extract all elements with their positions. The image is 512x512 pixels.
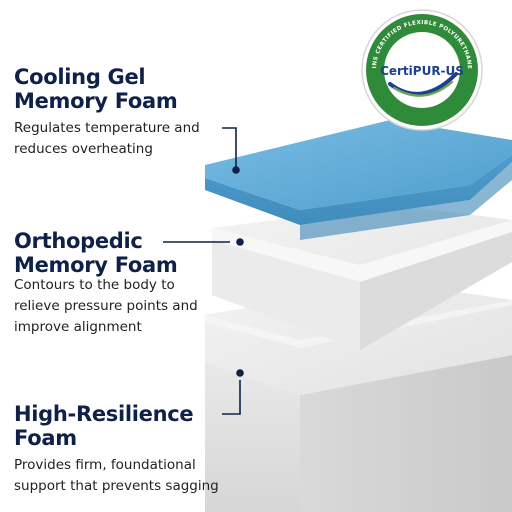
leader-line-high-resilience bbox=[222, 380, 241, 415]
certipur-seal-icon: CONTAINS CERTIFIED FLEXIBLE POLYURETHANE… bbox=[360, 8, 483, 131]
pointer-dot-icon bbox=[232, 166, 240, 174]
pointer-dot-icon bbox=[236, 238, 244, 246]
layer-description-orthopedic: Contours to the body to relieve pressure… bbox=[14, 277, 198, 335]
layer-title-cooling-gel: Cooling Gel Memory Foam bbox=[14, 65, 178, 113]
orthopedic-foam-block bbox=[212, 205, 512, 350]
cooling-gel-foam-block bbox=[205, 120, 512, 240]
pointer-dot-icon bbox=[236, 369, 244, 377]
layer-title-orthopedic: Orthopedic Memory Foam bbox=[14, 229, 178, 277]
seal-brand-text: CertiPUR-US bbox=[380, 64, 464, 78]
layer-title-high-resilience: High-Resilience Foam bbox=[14, 402, 194, 450]
layer-description-cooling-gel: Regulates temperature and reduces overhe… bbox=[14, 120, 200, 157]
layer-description-high-resilience: Provides firm, foundational support that… bbox=[14, 457, 219, 494]
leader-line-cooling bbox=[222, 127, 237, 170]
